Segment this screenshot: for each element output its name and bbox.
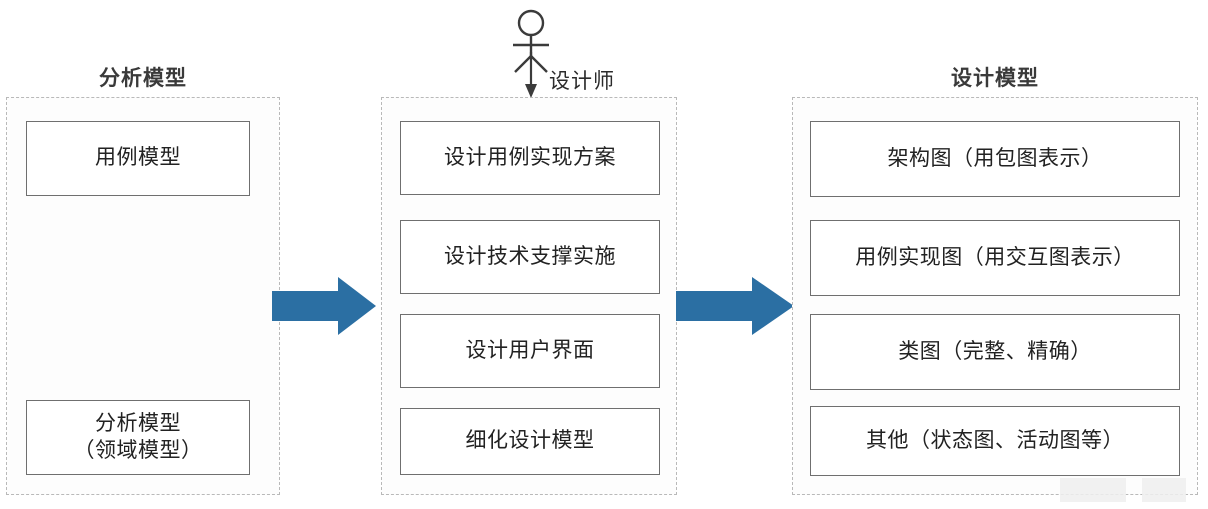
analysis-box-domain-model[interactable]: 分析模型 （领域模型） (26, 400, 250, 475)
activity-box-design-usecase-realization[interactable]: 设计用例实现方案 (400, 121, 660, 195)
design-column-title: 设计模型 (951, 67, 1039, 90)
design-box-usecase-realization-diagram[interactable]: 用例实现图（用交互图表示） (810, 220, 1180, 296)
activity-box-design-user-interface[interactable]: 设计用户界面 (400, 314, 660, 388)
activity-box-design-tech-support[interactable]: 设计技术支撑实施 (400, 220, 660, 294)
watermark-block-right (1142, 478, 1186, 502)
design-box-class-diagram[interactable]: 类图（完整、精确） (810, 314, 1180, 390)
arrow-activities-to-design-icon (676, 277, 794, 335)
watermark-block-left (1060, 478, 1126, 502)
activity-box-refine-design-model[interactable]: 细化设计模型 (400, 408, 660, 475)
actor-designer-icon (505, 6, 557, 102)
arrow-analysis-to-activities-icon (272, 277, 376, 335)
design-box-other-diagrams[interactable]: 其他（状态图、活动图等） (810, 406, 1180, 476)
design-box-architecture-diagram[interactable]: 架构图（用包图表示） (810, 121, 1180, 197)
actor-designer-label: 设计师 (549, 70, 615, 93)
analysis-box-usecase-model[interactable]: 用例模型 (26, 121, 250, 196)
analysis-column-title: 分析模型 (99, 67, 187, 90)
